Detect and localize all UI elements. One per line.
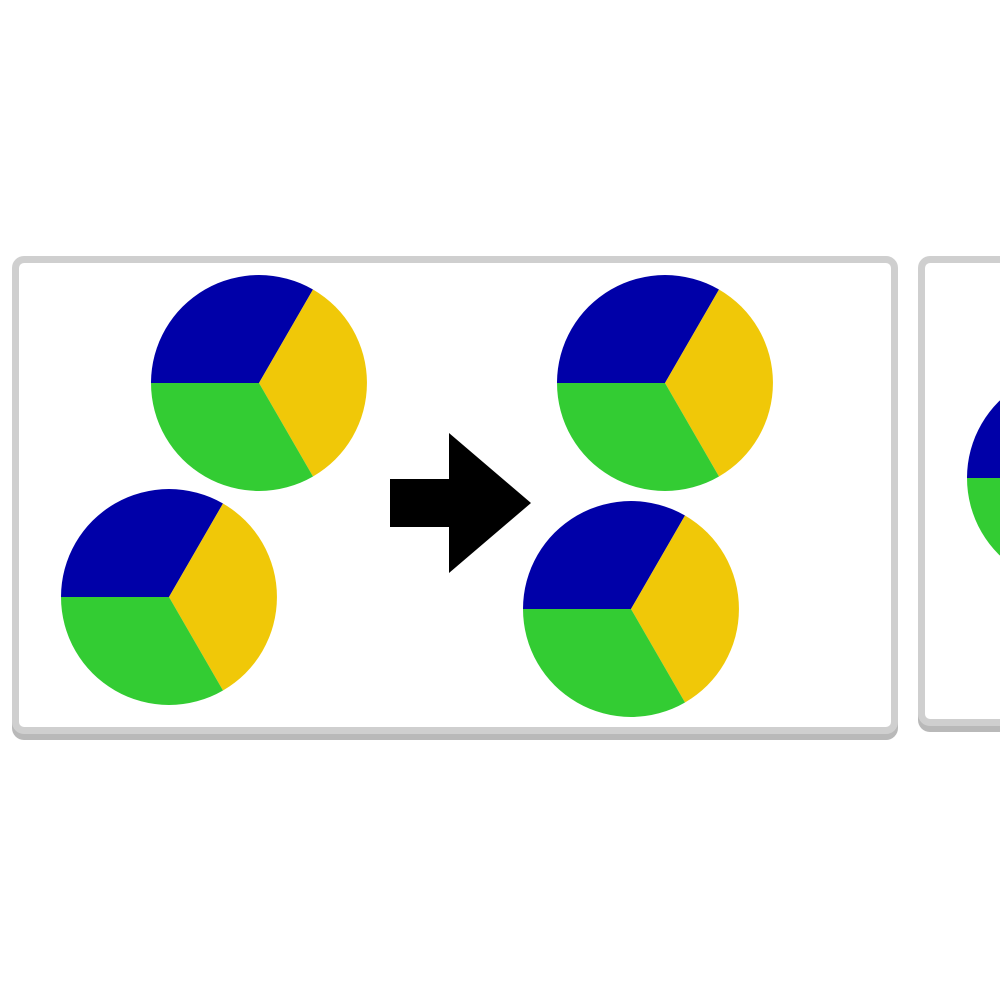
pie-segment-yellow xyxy=(259,289,367,477)
right-arrow-icon xyxy=(390,433,531,573)
pie-icon-after-top xyxy=(557,275,773,491)
pie-segment-green xyxy=(151,383,313,491)
pie-segment-blue xyxy=(557,275,719,383)
pie-segment-blue xyxy=(61,489,223,597)
pie-icon-after-bottom xyxy=(523,501,739,717)
pie-segment-green xyxy=(523,609,685,717)
pie-segment-blue xyxy=(523,501,685,609)
transition-card-2[interactable] xyxy=(918,256,1000,726)
pie-segment-yellow xyxy=(631,515,739,703)
pie-icon-partial xyxy=(967,400,1000,556)
card-2-drawing xyxy=(967,400,1000,556)
card-1-drawing xyxy=(61,275,773,717)
pie-icon-before-top xyxy=(151,275,367,491)
pie-segment-blue xyxy=(967,400,1000,478)
pie-segment-blue xyxy=(151,275,313,383)
pie-segment-yellow xyxy=(665,289,773,477)
pie-icon-before-bottom xyxy=(61,489,277,705)
pie-segment-green xyxy=(61,597,223,705)
pie-segment-green xyxy=(967,478,1000,556)
transition-card-1[interactable] xyxy=(12,256,898,734)
pie-segment-yellow xyxy=(169,503,277,691)
pie-segment-green xyxy=(557,383,719,491)
